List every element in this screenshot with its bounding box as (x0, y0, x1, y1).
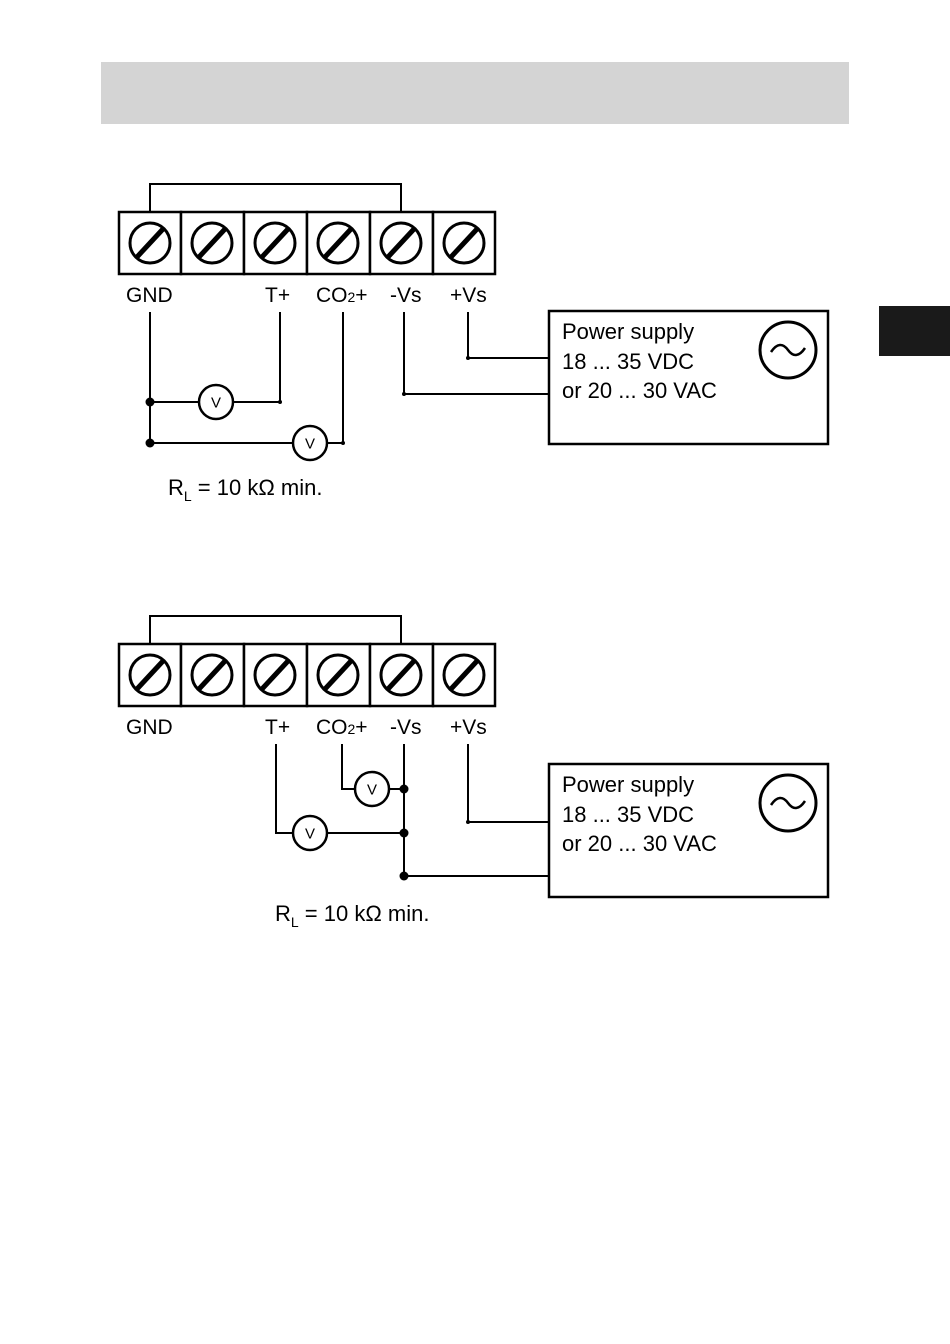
screw-icon (255, 655, 295, 695)
ac-sine-icon (760, 775, 816, 831)
voltmeter: V (293, 426, 327, 460)
wires (276, 744, 549, 876)
jumper-wire (150, 616, 401, 644)
terminal-label-t: T+ (265, 716, 290, 739)
screw-icon (255, 223, 295, 263)
junction-dot (146, 439, 155, 448)
screw-icon (318, 655, 358, 695)
load-resistance-note: RL = 10 kΩ min. (168, 475, 322, 504)
terminal-label-gnd: GND (126, 284, 173, 307)
voltmeter: V (293, 816, 327, 850)
junction-dot (400, 829, 409, 838)
terminal-label-plus-vs: +Vs (450, 284, 487, 307)
junction-dot (400, 785, 409, 794)
diagram-2: GND T+ CO2+ -Vs +Vs V V Power supply (119, 616, 828, 930)
screw-icon (444, 655, 484, 695)
screw-icon (192, 223, 232, 263)
diagram-1: GND T+ CO2+ -Vs +Vs V V (119, 184, 828, 504)
terminal-label-minus-vs: -Vs (390, 716, 422, 739)
terminal-label-plus-vs: +Vs (450, 716, 487, 739)
ac-sine-icon (760, 322, 816, 378)
power-supply-title: Power supply (562, 772, 694, 797)
screw-icon (444, 223, 484, 263)
screw-icon (130, 223, 170, 263)
junction-dot (146, 398, 155, 407)
screw-icon (130, 655, 170, 695)
power-supply-dc-range: 18 ... 35 VDC (562, 349, 694, 374)
terminal-label-gnd: GND (126, 716, 173, 739)
voltmeter-label: V (211, 395, 221, 412)
jumper-wire (150, 184, 401, 212)
voltmeter-label: V (305, 436, 315, 453)
terminal-label-t: T+ (265, 284, 290, 307)
power-supply-box: Power supply 18 ... 35 VDC or 20 ... 30 … (549, 311, 828, 444)
power-supply-box: Power supply 18 ... 35 VDC or 20 ... 30 … (549, 764, 828, 897)
terminal-block (119, 212, 495, 274)
terminal-label-co2: CO2+ (316, 716, 368, 739)
power-supply-ac-range: or 20 ... 30 VAC (562, 378, 717, 403)
voltmeter-label: V (367, 782, 377, 799)
power-supply-dc-range: 18 ... 35 VDC (562, 802, 694, 827)
screw-icon (381, 655, 421, 695)
screw-icon (381, 223, 421, 263)
wires (150, 312, 549, 443)
voltmeter: V (355, 772, 389, 806)
terminal-block (119, 644, 495, 706)
junction-dot (400, 872, 409, 881)
power-supply-title: Power supply (562, 319, 694, 344)
terminal-label-co2: CO2+ (316, 284, 368, 307)
power-supply-ac-range: or 20 ... 30 VAC (562, 831, 717, 856)
screw-icon (192, 655, 232, 695)
terminal-label-minus-vs: -Vs (390, 284, 422, 307)
voltmeter: V (199, 385, 233, 419)
voltmeter-label: V (305, 826, 315, 843)
load-resistance-note: RL = 10 kΩ min. (275, 901, 429, 930)
screw-icon (318, 223, 358, 263)
